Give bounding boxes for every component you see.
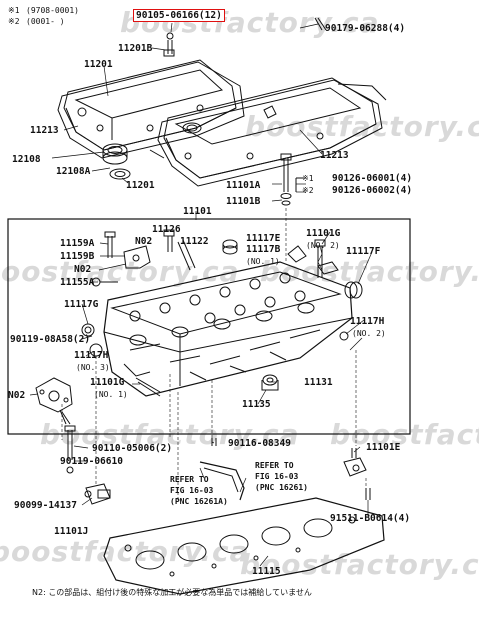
part-label[interactable]: 11101A bbox=[226, 180, 261, 191]
part-label[interactable]: 11159A bbox=[60, 238, 95, 249]
refer-note: (PNC 16261) bbox=[255, 483, 308, 492]
water-bypass-outlet bbox=[343, 448, 371, 500]
part-label[interactable]: 11135 bbox=[242, 399, 271, 410]
refer-note: REFER TO bbox=[170, 475, 209, 484]
part-label[interactable]: 11201B bbox=[118, 43, 153, 54]
part-label[interactable]: 11122 bbox=[180, 236, 209, 247]
watermark: boostfactory.ca bbox=[0, 535, 250, 568]
part-label[interactable]: 11117G bbox=[64, 299, 99, 310]
part-label[interactable]: 11117E bbox=[246, 233, 281, 244]
part-label[interactable]: 90110-05006(2) bbox=[92, 443, 173, 454]
part-label[interactable]: 90179-06288(4) bbox=[325, 23, 406, 34]
part-label[interactable]: N02 bbox=[8, 390, 26, 401]
part-label[interactable]: 11213 bbox=[30, 125, 59, 136]
watermark: boostfactory.ca bbox=[260, 255, 479, 288]
refer-note: FIG 16-03 bbox=[255, 472, 299, 481]
part-label[interactable]: 11126 bbox=[152, 224, 181, 235]
part-label[interactable]: 11101B bbox=[226, 196, 261, 207]
footnote: N2: この部品は、組付け後の特殊な加工が必要な為単品では補給していません bbox=[32, 588, 312, 597]
part-label[interactable]: 90116-08349 bbox=[228, 438, 291, 449]
part-label[interactable]: 11213 bbox=[320, 150, 349, 161]
part-label[interactable]: 11155A bbox=[60, 277, 95, 288]
part-label[interactable]: 11101J bbox=[54, 526, 89, 537]
part-label-qualifier: (NO. 2) bbox=[306, 241, 340, 250]
note-mark: ※1 bbox=[302, 174, 314, 183]
spark-plug-gasket bbox=[102, 143, 131, 180]
cylinder-head-frame bbox=[7, 218, 411, 435]
part-label[interactable]: 91511-B0614(4) bbox=[330, 513, 411, 524]
part-label[interactable]: 11117B bbox=[246, 244, 281, 255]
watermark: boostfactory.ca bbox=[0, 255, 240, 288]
header-range-1: (9708-0001) bbox=[26, 6, 79, 15]
part-label[interactable]: 12108A bbox=[56, 166, 91, 177]
part-label[interactable]: N02 bbox=[135, 236, 153, 247]
part-label-qualifier: (NO. 2) bbox=[352, 329, 386, 338]
part-label[interactable]: 11117H bbox=[74, 350, 109, 361]
header-range-2: (0001- ) bbox=[26, 17, 65, 26]
part-label[interactable]: 90119-08A58(2) bbox=[10, 334, 91, 345]
note-mark: ※2 bbox=[302, 186, 314, 195]
part-label[interactable]: 90099-14137 bbox=[14, 500, 77, 511]
part-label[interactable]: 11101G bbox=[306, 228, 341, 239]
part-label[interactable]: 12108 bbox=[12, 154, 41, 165]
part-label[interactable]: 11101E bbox=[366, 442, 401, 453]
part-label[interactable]: N02 bbox=[74, 264, 92, 275]
part-label[interactable]: 11117F bbox=[346, 246, 381, 257]
part-label[interactable]: 90119-06610 bbox=[60, 456, 123, 467]
part-label[interactable]: 11159B bbox=[60, 251, 95, 262]
part-label[interactable]: 90126-06002(4) bbox=[332, 185, 413, 196]
highlighted-part-number[interactable]: 90105-06166(12) bbox=[133, 9, 225, 22]
sensor-plug bbox=[84, 483, 111, 505]
refer-note: (PNC 16261A) bbox=[170, 497, 228, 506]
part-label[interactable]: 11131 bbox=[304, 377, 333, 388]
header-mark-1: ※1 bbox=[8, 6, 20, 15]
header-mark-2: ※2 bbox=[8, 17, 20, 26]
refer-note: FIG 16-03 bbox=[170, 486, 214, 495]
cam-cover-gasket-left bbox=[57, 61, 245, 159]
part-label[interactable]: 11201 bbox=[126, 180, 155, 191]
part-label[interactable]: 11201 bbox=[84, 59, 113, 70]
part-label-qualifier: (NO. 3) bbox=[76, 363, 110, 372]
water-outlet bbox=[35, 377, 73, 425]
part-label[interactable]: 90126-06001(4) bbox=[332, 173, 413, 184]
cylinder-head bbox=[103, 245, 353, 397]
part-label-qualifier: (NO. 1) bbox=[246, 257, 280, 266]
part-label-qualifier: (NO. 1) bbox=[94, 390, 128, 399]
refer-note: REFER TO bbox=[255, 461, 294, 470]
part-label[interactable]: 11115 bbox=[252, 566, 281, 577]
cam-cover-gasket-right bbox=[157, 79, 383, 187]
part-label[interactable]: 11101 bbox=[183, 206, 212, 217]
head-gasket bbox=[103, 497, 385, 595]
part-label[interactable]: 11101G bbox=[90, 377, 125, 388]
part-label[interactable]: 11117H bbox=[350, 316, 385, 327]
